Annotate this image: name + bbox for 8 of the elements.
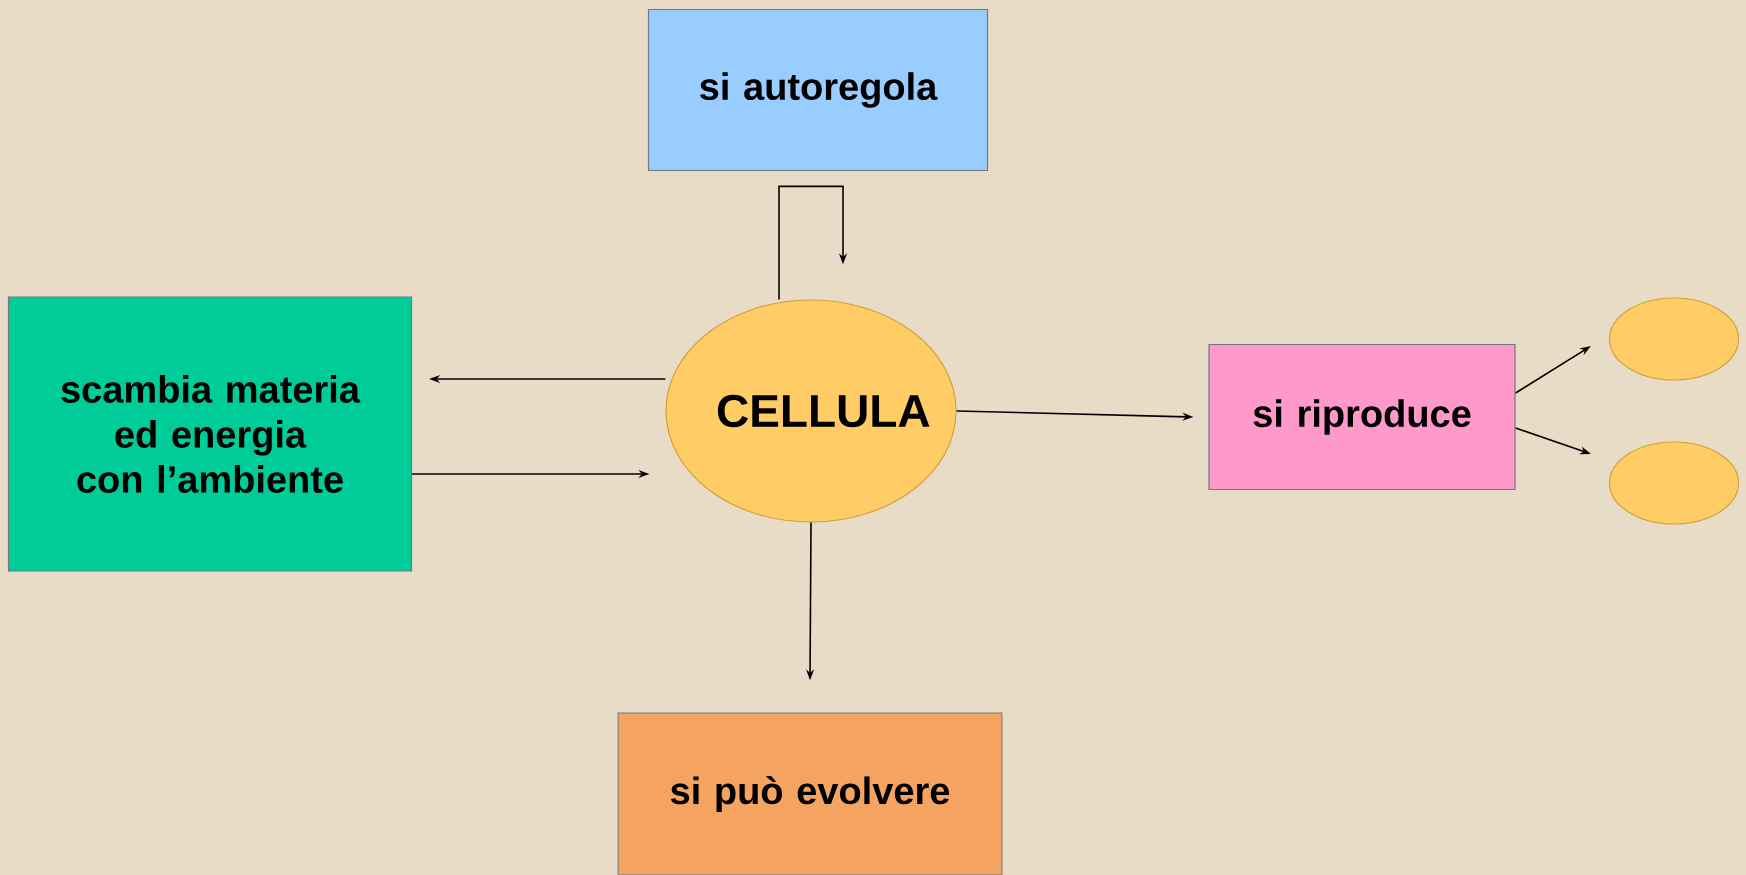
process-box: scambia materia ed energia con l’ambiente <box>7 296 413 572</box>
oval-node: CELLULA <box>665 299 957 523</box>
oval-node <box>1608 297 1740 381</box>
oval-node <box>1608 441 1740 525</box>
arrow <box>778 185 848 301</box>
process-box: si riproduce <box>1208 343 1516 491</box>
process-box: si autoregola <box>647 8 989 172</box>
process-box: si può evolvere <box>617 712 1003 875</box>
